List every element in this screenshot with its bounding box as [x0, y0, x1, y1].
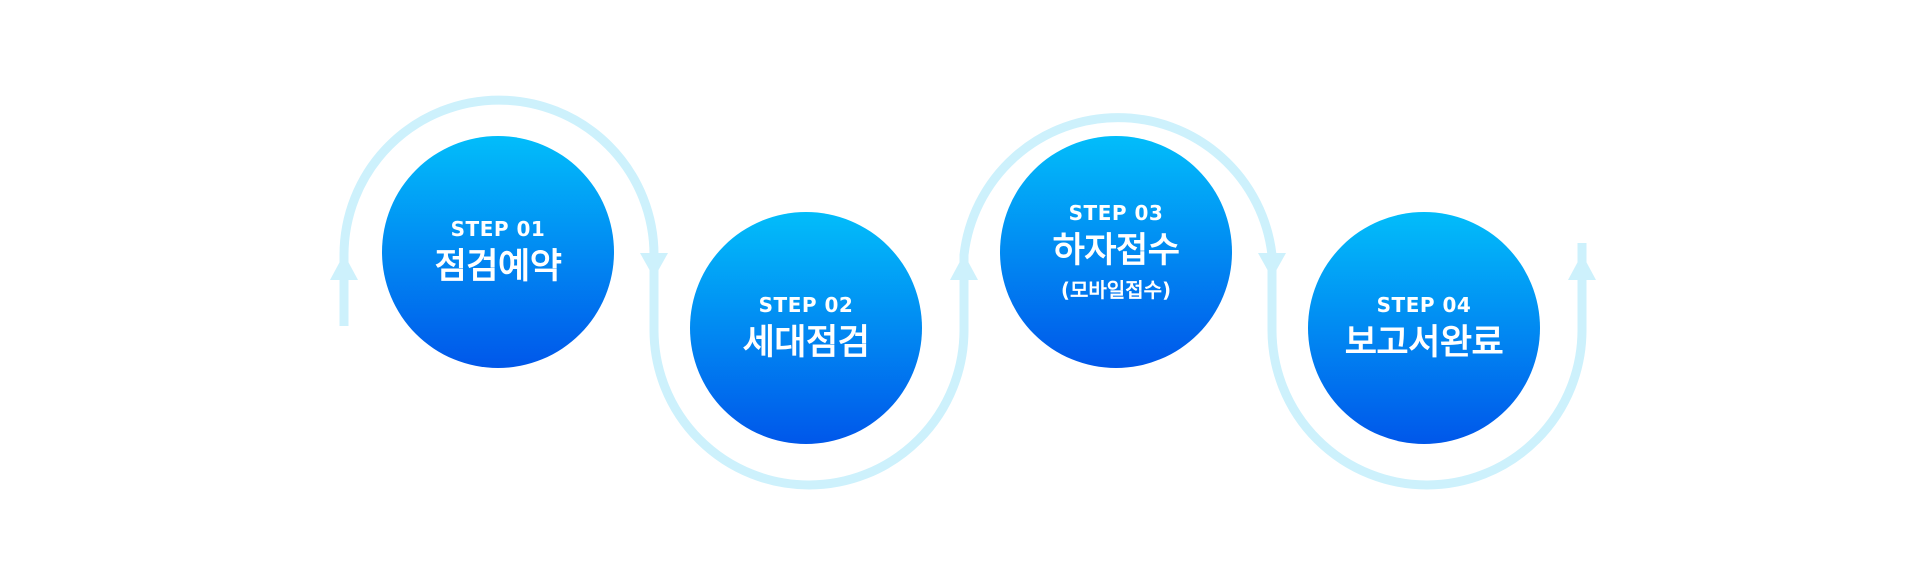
- arrow-up-icon: [1568, 254, 1596, 280]
- step-02-circle: STEP 02 세대점검: [690, 212, 922, 444]
- step-01-title: 점검예약: [434, 246, 562, 287]
- track-segment-2: [649, 255, 969, 490]
- track-segment-3: [959, 113, 1277, 330]
- step-04-label: STEP 04: [1376, 292, 1472, 317]
- track-lines: [339, 95, 1587, 490]
- step-02-title: 세대점검: [742, 322, 870, 363]
- step-02-label: STEP 02: [758, 292, 854, 317]
- step-04-circle: STEP 04 보고서완료: [1308, 212, 1540, 444]
- step-01-circle: STEP 01 점검예약: [382, 136, 614, 368]
- arrow-down-icon: [640, 253, 668, 278]
- arrow-up-icon: [950, 254, 978, 280]
- step-03-subtitle: (모바일접수): [1060, 278, 1172, 303]
- step-03-title: 하자접수: [1052, 230, 1180, 271]
- step-04-title: 보고서완료: [1344, 322, 1504, 363]
- step-01-label: STEP 01: [450, 216, 546, 241]
- step-03-circle: STEP 03 하자접수 (모바일접수): [1000, 136, 1232, 368]
- track-arrowheads: [330, 253, 1596, 280]
- track-segment-1: [339, 95, 659, 330]
- step-03-label: STEP 03: [1068, 200, 1164, 225]
- arrow-up-icon: [330, 254, 358, 280]
- arrow-down-icon: [1258, 253, 1286, 278]
- track-segment-4: [1267, 243, 1587, 490]
